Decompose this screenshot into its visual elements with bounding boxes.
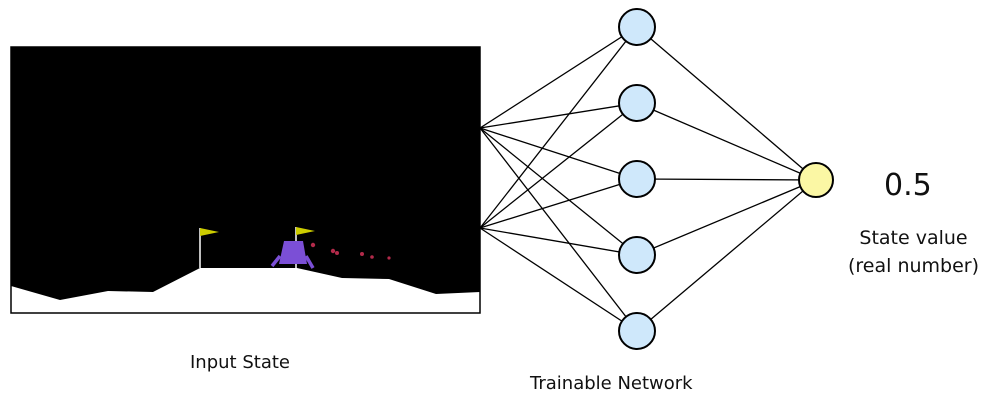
input-edge [479,227,638,332]
exhaust-particles [310,242,391,260]
input-edge [479,227,638,256]
exhaust-particle [360,252,364,256]
lander [270,241,315,269]
input-state-label: Input State [190,352,290,373]
input-edge [479,127,638,332]
state-value-number: 0.5 [884,168,932,203]
input-edge [479,26,638,229]
exhaust-particle [330,248,336,254]
exhaust-particle [370,255,374,259]
hidden-node [618,84,656,122]
hidden-node [618,312,656,350]
state-value-caption: State value (real number) [848,224,979,280]
exhaust-particle [310,242,316,248]
output-node [798,162,834,198]
exhaust-particle [335,251,339,255]
input-edge [479,127,638,180]
output-edge [636,178,817,181]
output-edge [636,179,817,256]
state-value-caption-line1: State value [859,227,968,249]
network-connections [479,26,817,332]
input-edge [479,26,638,129]
lunar-terrain [11,268,480,313]
output-edge [636,179,817,332]
exhaust-particle [387,256,391,260]
input-state-image [10,46,481,314]
state-value-caption-line2: (real number) [848,255,980,277]
hidden-node [618,8,656,46]
input-edge [479,127,638,256]
input-edge [479,178,638,229]
output-edge [636,26,817,181]
hidden-node [618,236,656,274]
output-edge [636,102,817,181]
hidden-layer [618,8,656,350]
landing-flag-left [199,228,219,268]
input-edge [479,102,638,229]
trainable-network-label: Trainable Network [530,373,693,394]
hidden-node [618,160,656,198]
game-frame-border [10,46,481,314]
input-edge [479,102,638,129]
